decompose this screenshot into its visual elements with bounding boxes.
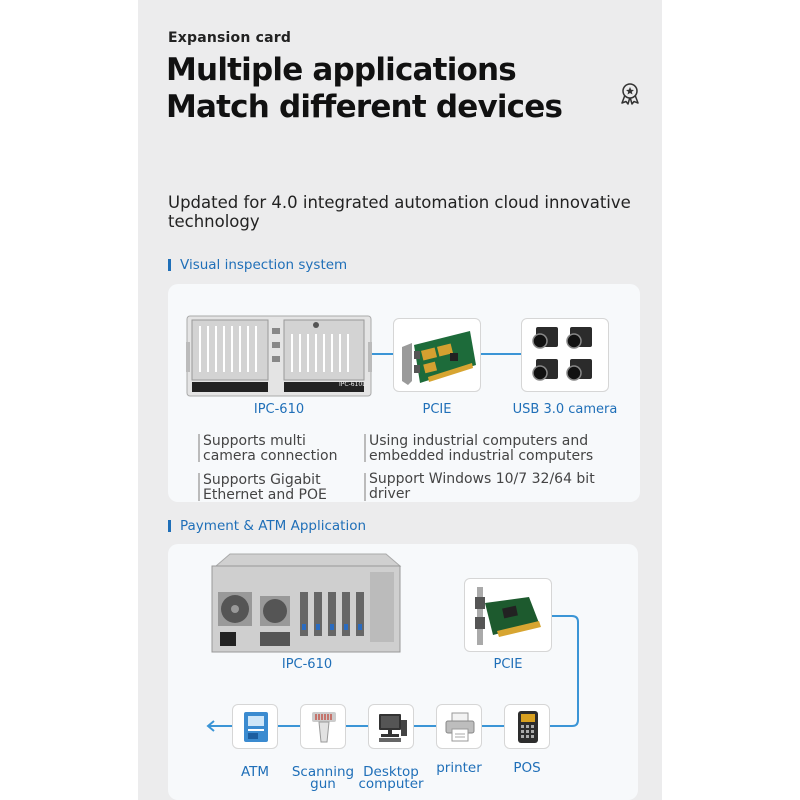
industrial-camera-icon — [532, 327, 592, 381]
section-heading-payment: Payment & ATM Application — [168, 518, 366, 534]
product-panel: Expansion card Multiple applications Mat… — [138, 0, 662, 800]
rackmount-computer-icon — [186, 315, 372, 397]
feature-bar — [364, 473, 366, 501]
feature-bar — [198, 473, 200, 501]
feature-item: Using industrial computers and embedded … — [369, 433, 594, 464]
device-label-pcie: PCIE — [493, 657, 523, 672]
payment-atm-card: IPC-610 PCIE — [168, 544, 638, 800]
peripheral-label-desktop: Desktop computer — [358, 764, 424, 792]
connector-path — [206, 615, 579, 732]
serial-pci-card-icon — [475, 587, 541, 645]
pos-box — [504, 704, 550, 749]
page-title: Multiple applications Match different de… — [166, 52, 563, 126]
feature-bar — [198, 434, 200, 462]
pos-terminal-icon — [518, 711, 538, 743]
pcie-card-icon — [402, 331, 476, 385]
section-kicker: Expansion card — [168, 30, 292, 46]
visual-inspection-card: IPC-610L — [168, 284, 640, 503]
section-heading-visual: Visual inspection system — [168, 257, 347, 273]
camera-image — [521, 318, 609, 392]
heading-visual-text: Visual inspection system — [180, 257, 348, 273]
ipc-model-tag: IPC-610L — [339, 381, 366, 388]
peripheral-label-pos: POS — [513, 760, 541, 776]
heading-bar — [168, 520, 171, 532]
feature-item: Supports multi camera connection — [203, 433, 338, 464]
desktop-box — [368, 704, 414, 749]
scanner-box — [300, 704, 346, 749]
atm-box — [232, 704, 278, 749]
peripheral-label-scanner: Scanning gun — [291, 764, 355, 792]
feature-item: Supports Gigabit Ethernet and POE — [203, 472, 327, 503]
device-label-ipc: IPC-610 — [281, 657, 333, 672]
peripheral-label-printer: printer — [436, 760, 482, 776]
connector-line — [372, 353, 393, 355]
pcie-card-image — [393, 318, 481, 392]
peripheral-label-atm: ATM — [240, 764, 270, 780]
printer-icon — [445, 712, 475, 742]
title-line-1: Multiple applications — [166, 52, 517, 88]
heading-bar — [168, 259, 171, 271]
feature-bar — [364, 434, 366, 462]
device-label-pcie: PCIE — [422, 402, 452, 417]
device-label-ipc: IPC-610 — [253, 402, 305, 417]
computer-back-panel-icon — [211, 553, 402, 653]
atm-icon — [244, 712, 268, 742]
desktop-computer-icon — [379, 714, 407, 742]
serial-card-image — [464, 578, 552, 652]
printer-box — [436, 704, 482, 749]
subtitle: Updated for 4.0 integrated automation cl… — [168, 193, 631, 231]
feature-item: Support Windows 10/7 32/64 bit driver — [369, 471, 595, 502]
award-ribbon-icon — [621, 83, 639, 105]
title-line-2: Match different devices — [166, 89, 563, 125]
device-label-camera: USB 3.0 camera — [512, 402, 618, 417]
barcode-scanner-icon — [312, 712, 336, 743]
connector-line — [481, 353, 521, 355]
heading-payment-text: Payment & ATM Application — [180, 518, 367, 534]
